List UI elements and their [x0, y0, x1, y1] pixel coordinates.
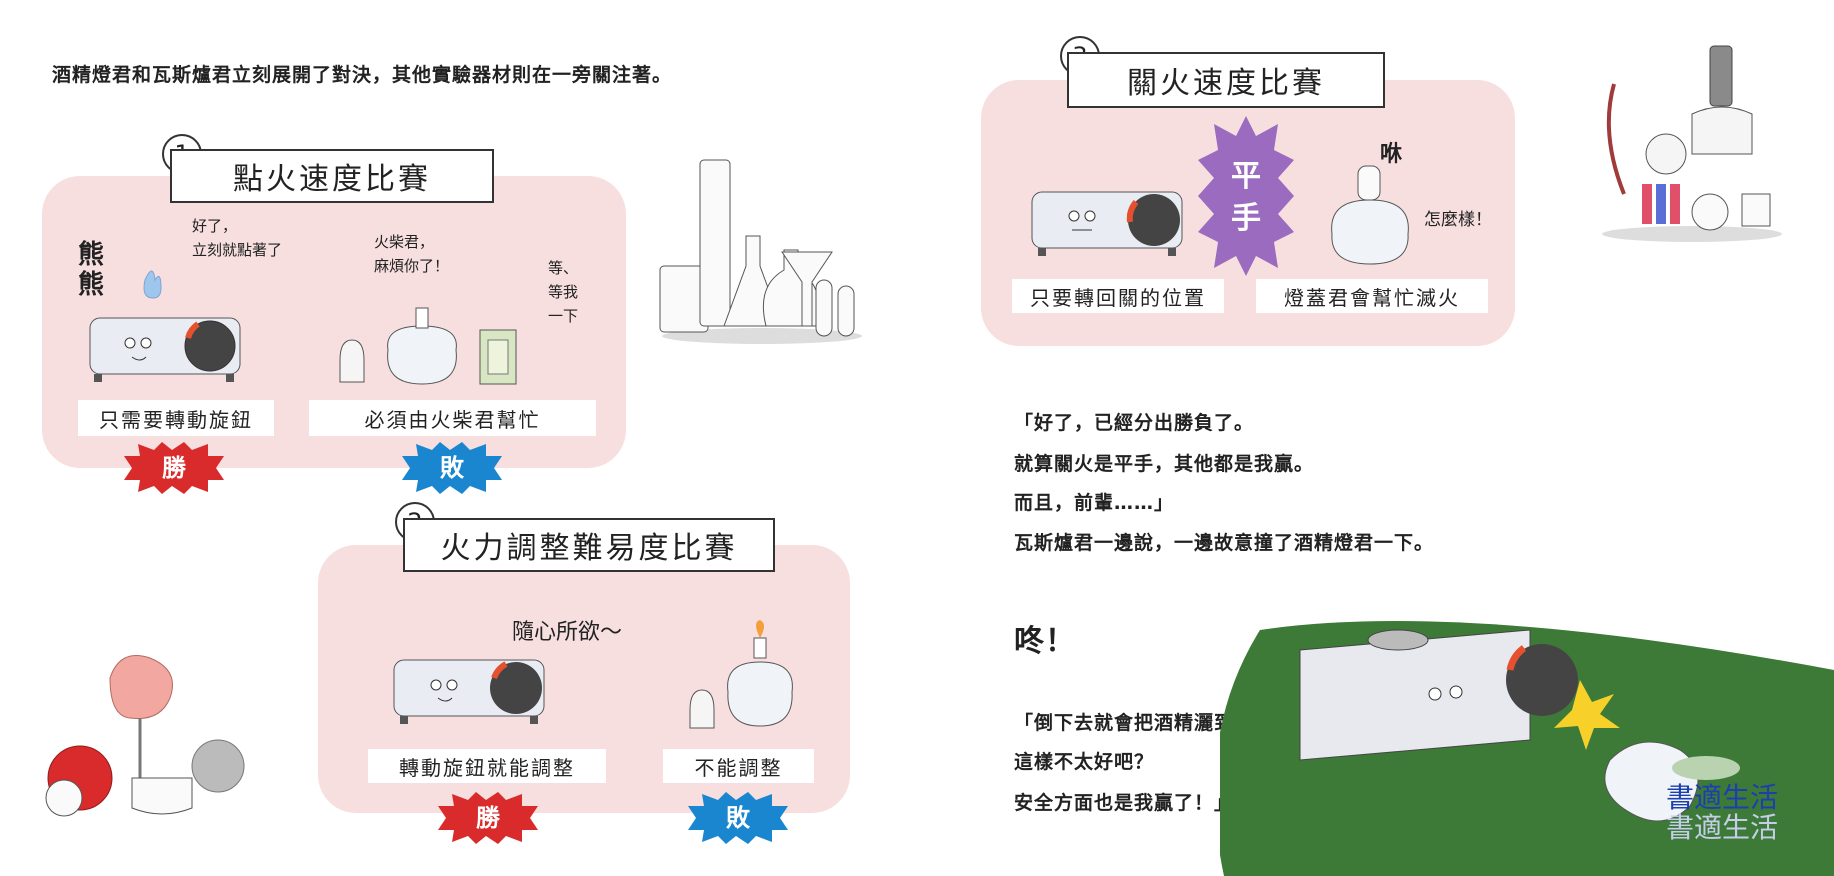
glassware-illustration — [659, 159, 862, 344]
contest2-lose-text: 敗 — [726, 804, 751, 832]
contest1-title: 點火速度比賽 — [170, 149, 494, 203]
contest2-title: 火力調整難易度比賽 — [403, 518, 775, 572]
contest1-lose-badge: 敗 — [402, 442, 502, 494]
contest1-left-label: 只需要轉動旋鈕 — [78, 400, 274, 436]
contest2-left-label: 轉動旋鈕就能調整 — [368, 749, 606, 783]
gas-stove-off-illustration — [1031, 191, 1183, 256]
story-line-7: 安全方面也是我贏了！」 — [1014, 792, 1235, 814]
tie-badge: 平 手 — [1198, 116, 1294, 276]
contest2-lose-badge: 敗 — [688, 792, 788, 844]
lamp-cap-illustration — [1331, 165, 1409, 265]
story-line-3: 而且，前輩……」 — [1014, 492, 1175, 514]
bubble-match-wait: 等、 等我 一下 — [548, 259, 579, 325]
tie-text-2: 手 — [1231, 201, 1261, 236]
story-line-1: 「好了，已經分出勝負了。 — [1014, 412, 1255, 434]
bubble-lamp-ask: 火柴君， 麻煩你了！ — [374, 233, 450, 275]
table-collision-illustration — [1220, 621, 1834, 876]
contest1-right-label: 必須由火柴君幫忙 — [309, 400, 596, 436]
contest3-title: 關火速度比賽 — [1067, 52, 1385, 108]
contest1-lose-text: 敗 — [440, 454, 465, 482]
contest2-win-badge: 勝 — [438, 792, 538, 844]
gas-stove-adjust-illustration — [393, 659, 545, 724]
alcohol-lamp-illustration — [339, 307, 517, 385]
intro-text: 酒精燈君和瓦斯爐君立刻展開了對決，其他實驗器材則在一旁關注著。 — [52, 64, 673, 86]
contest2-win-text: 勝 — [476, 804, 501, 832]
contest2-right-label: 不能調整 — [663, 749, 814, 783]
alcohol-lamp-lit-illustration — [689, 620, 793, 729]
story-line-4: 瓦斯爐君一邊說，一邊故意撞了酒精燈君一下。 — [1014, 532, 1435, 554]
bubble-stove-adjust: 隨心所欲～ — [512, 620, 623, 645]
contest1-win-text: 勝 — [162, 454, 187, 482]
story-line-2: 就算關火是平手，其他都是我贏。 — [1014, 453, 1315, 475]
sfx-whoosh: 咻 — [1380, 142, 1403, 167]
microscope-group-illustration — [1602, 45, 1782, 242]
logo-watermark: 書適生活 — [1665, 781, 1778, 814]
contest1-win-badge: 勝 — [124, 442, 224, 494]
contest3-left-label: 只要轉回關的位置 — [1012, 279, 1224, 313]
story-line-6: 這樣不太好吧？ — [1014, 751, 1155, 773]
lab-tools-illustration — [45, 655, 245, 817]
bubble-how-about: 怎麼樣！ — [1424, 210, 1492, 230]
logo-watermark-shadow: 書適生活 — [1665, 811, 1778, 844]
sfx-burning: 熊熊 — [78, 240, 105, 300]
gas-stove-illustration — [89, 270, 241, 382]
tie-text-1: 平 — [1231, 159, 1261, 194]
bubble-stove-lit: 好了， 立刻就點著了 — [192, 217, 283, 259]
contest3-right-label: 燈蓋君會幫忙滅火 — [1256, 279, 1488, 313]
story-sfx-thud: 咚！ — [1014, 624, 1076, 659]
